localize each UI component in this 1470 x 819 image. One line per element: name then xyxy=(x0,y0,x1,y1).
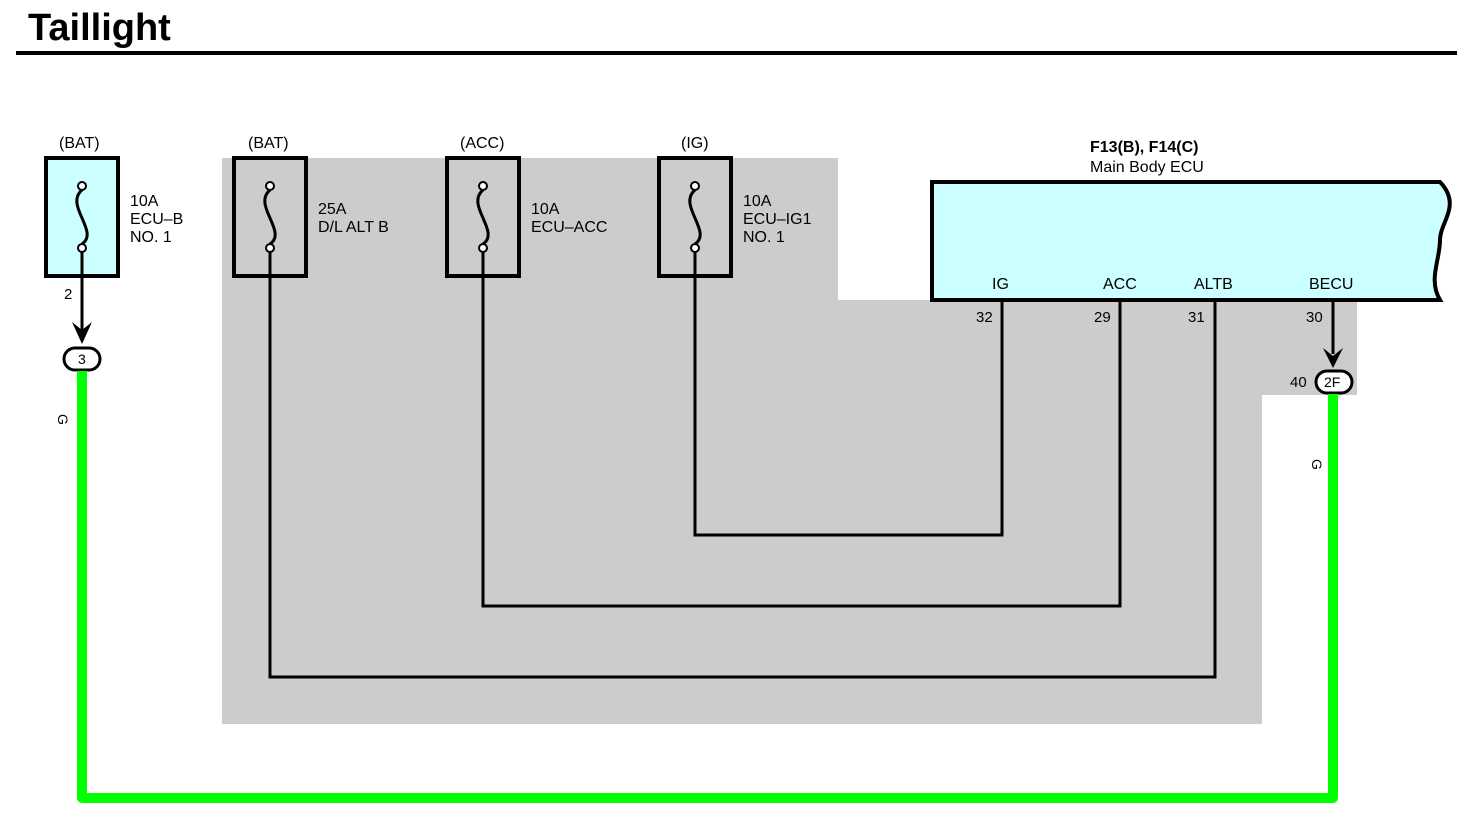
wire-ig xyxy=(693,252,1004,537)
wire-color-label: G xyxy=(55,414,71,425)
ecu-terminal-label: BECU xyxy=(1309,276,1353,293)
fuse-source-label: (BAT) xyxy=(248,135,289,152)
connector-id: 3 xyxy=(78,351,86,367)
fuse-name: ECU–ACC xyxy=(531,219,607,236)
wire-color-label: G xyxy=(1309,459,1325,470)
fuse-source-label: (BAT) xyxy=(59,135,100,152)
fuse-name: ECU–IG1 xyxy=(743,211,812,228)
wire-acc xyxy=(481,252,1122,608)
green-wire xyxy=(77,371,1338,803)
fuse-source-label: (IG) xyxy=(681,135,709,152)
ecu-pin-number: 29 xyxy=(1094,309,1111,326)
ecu-terminal-label: ALTB xyxy=(1194,276,1233,293)
fuse-rating: 10A xyxy=(130,193,159,210)
fuse-name: ECU–B xyxy=(130,211,183,228)
diagram-title: Taillight xyxy=(28,7,171,49)
connector-pin-number: 40 xyxy=(1290,374,1307,391)
connector-id: 2F xyxy=(1324,374,1340,390)
fuse-name-2: NO. 1 xyxy=(743,229,785,246)
fuse-source-label: (ACC) xyxy=(460,135,504,152)
ecu-pin-number: 30 xyxy=(1306,309,1323,326)
fuse-rating: 10A xyxy=(743,193,772,210)
main-body-ecu xyxy=(930,180,1452,302)
fuse-pin-number: 2 xyxy=(64,286,72,303)
ecu-pin-number: 31 xyxy=(1188,309,1205,326)
connector-3 xyxy=(62,346,102,372)
fuse-icon xyxy=(476,181,490,253)
fuse-rating: 10A xyxy=(531,201,560,218)
connector-2f xyxy=(1314,369,1354,395)
fuse-icon xyxy=(263,181,277,253)
ecu-pin-number: 32 xyxy=(976,309,993,326)
connector-arrow-icon xyxy=(72,322,92,344)
ecu-terminal-label: IG xyxy=(992,276,1009,293)
fuse-name: D/L ALT B xyxy=(318,219,389,236)
fuse-name-2: NO. 1 xyxy=(130,229,172,246)
connector-arrow-icon xyxy=(1323,348,1343,368)
ecu-name: Main Body ECU xyxy=(1090,159,1204,176)
wire-altb xyxy=(268,252,1217,679)
fuse-icon xyxy=(688,181,702,253)
ecu-connector-ids: F13(B), F14(C) xyxy=(1090,139,1198,156)
junction-block-area xyxy=(222,158,1357,724)
ecu-terminal-label: ACC xyxy=(1103,276,1137,293)
fuse-rating: 25A xyxy=(318,201,347,218)
